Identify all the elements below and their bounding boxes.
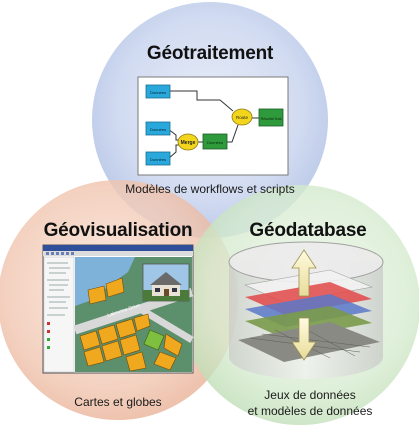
caption-geodatabase-line1: Jeux de données: [264, 388, 356, 402]
title-geodatabase: Géodatabase: [249, 220, 367, 241]
title-geotraitement: Géotraitement: [146, 43, 274, 64]
merge-tool-label: Merge: [181, 140, 196, 146]
input-data-1: [145, 84, 171, 99]
input-data-3: [145, 151, 171, 166]
caption-geodatabase-line2: et modèles de données: [247, 404, 373, 418]
final-output-label: Résultat final: [261, 117, 282, 121]
merge-tool: [177, 133, 199, 151]
final-output: [258, 108, 284, 127]
route-tool-label: Route: [236, 115, 249, 120]
arrow-up-icon: [291, 249, 317, 297]
geodatabase-cylinder: [228, 241, 384, 379]
route-tool: [231, 108, 253, 126]
input-data-2: [145, 121, 171, 136]
workflow-panel: Données Données Données Merge Données Ro…: [137, 76, 289, 176]
input-data-2-label: Données: [150, 127, 166, 132]
title-geovisualisation: Géovisualisation: [43, 220, 193, 241]
arrow-down-icon: [291, 317, 317, 361]
caption-geotraitement: Modèles de workflows et scripts: [125, 182, 295, 196]
merge-output-label: Données: [207, 140, 223, 145]
input-data-1-label: Données: [150, 90, 166, 95]
input-data-3-label: Données: [150, 157, 166, 162]
merge-output: [202, 133, 228, 150]
map-window: Lakeview Drive: [42, 244, 194, 374]
caption-geovisualisation: Cartes et globes: [74, 395, 162, 409]
